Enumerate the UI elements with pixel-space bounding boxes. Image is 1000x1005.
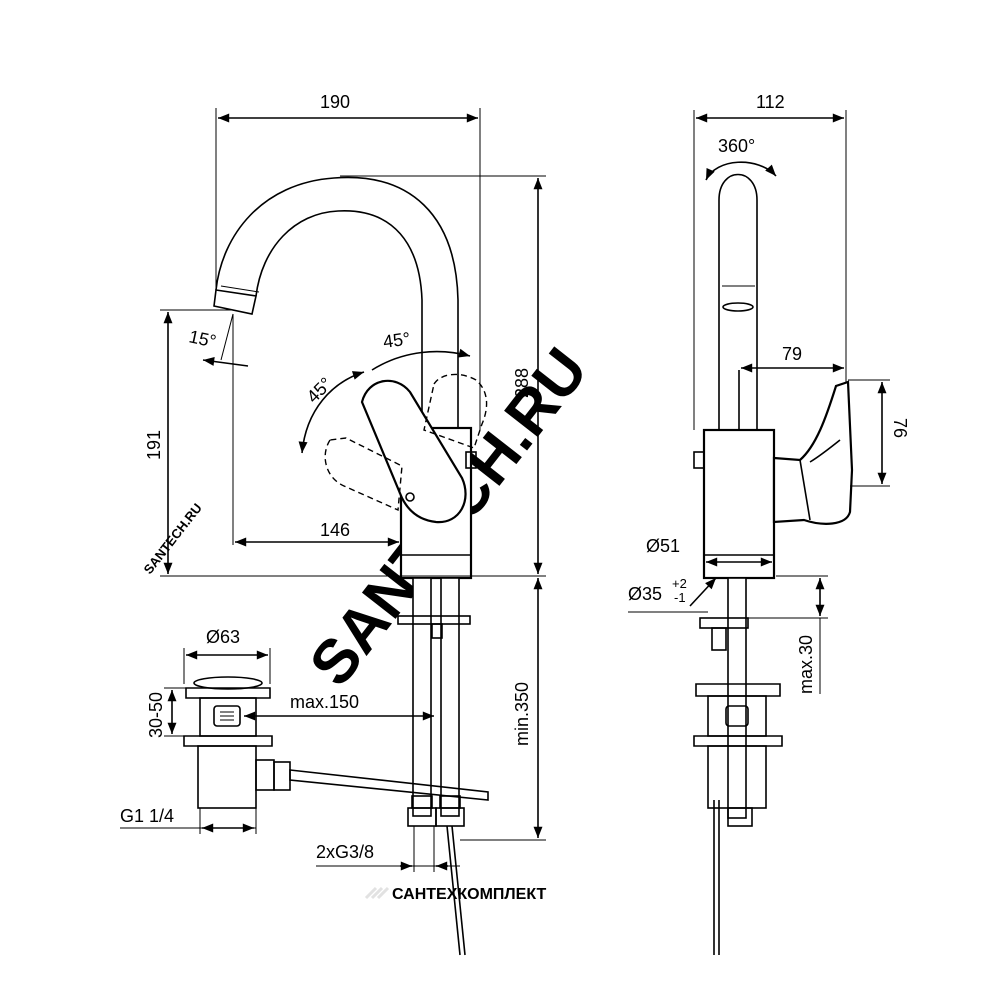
lever-ghost-left	[324, 437, 403, 512]
label-15-deg: 15°	[187, 326, 218, 351]
front-hoses	[397, 577, 471, 956]
label-g1-1-4: G1 1/4	[120, 806, 174, 826]
watermark-logo-icon	[364, 886, 390, 900]
spout-outline	[215, 176, 459, 430]
watermark-bottom: САНТЕХКОМПЛЕКТ	[392, 886, 546, 903]
side-lever	[772, 380, 854, 525]
label-45-deg-right: 45°	[382, 328, 412, 352]
label-360: 360°	[718, 136, 755, 156]
side-view-faucet	[693, 161, 854, 580]
aerator	[213, 289, 257, 315]
watermark-small-left: SANTECH.RU	[141, 500, 205, 576]
label-288: 288	[512, 368, 532, 398]
lever-handle	[360, 379, 467, 524]
side-waste	[693, 683, 783, 809]
front-view-faucet	[202, 176, 488, 580]
label-min-350: min.350	[512, 682, 532, 746]
label-diameter-63: Ø63	[206, 627, 240, 647]
label-max-150: max.150	[290, 692, 359, 712]
label-76: 76	[890, 418, 910, 438]
label-tol-plus: +2	[672, 576, 687, 591]
label-191: 191	[144, 430, 164, 460]
label-146: 146	[320, 520, 350, 540]
label-190: 190	[320, 92, 350, 112]
dimension-labels: 190 112 360° 15° 45° 45° 288 191 146 79 …	[120, 92, 910, 862]
label-30-50: 30-50	[146, 692, 166, 738]
label-79: 79	[782, 344, 802, 364]
label-45-deg-left: 45°	[303, 373, 336, 406]
lever-ghost-right	[423, 373, 488, 449]
label-max-30: max.30	[796, 635, 816, 694]
spout-inner	[255, 210, 423, 430]
label-tol-minus: -1	[674, 590, 686, 605]
label-diameter-51: Ø51	[646, 536, 680, 556]
label-2xg3-8: 2xG3/8	[316, 842, 374, 862]
label-diameter-35: Ø35	[628, 584, 662, 604]
side-hoses	[699, 577, 753, 955]
dimension-lines	[120, 108, 890, 872]
label-112: 112	[756, 92, 785, 112]
